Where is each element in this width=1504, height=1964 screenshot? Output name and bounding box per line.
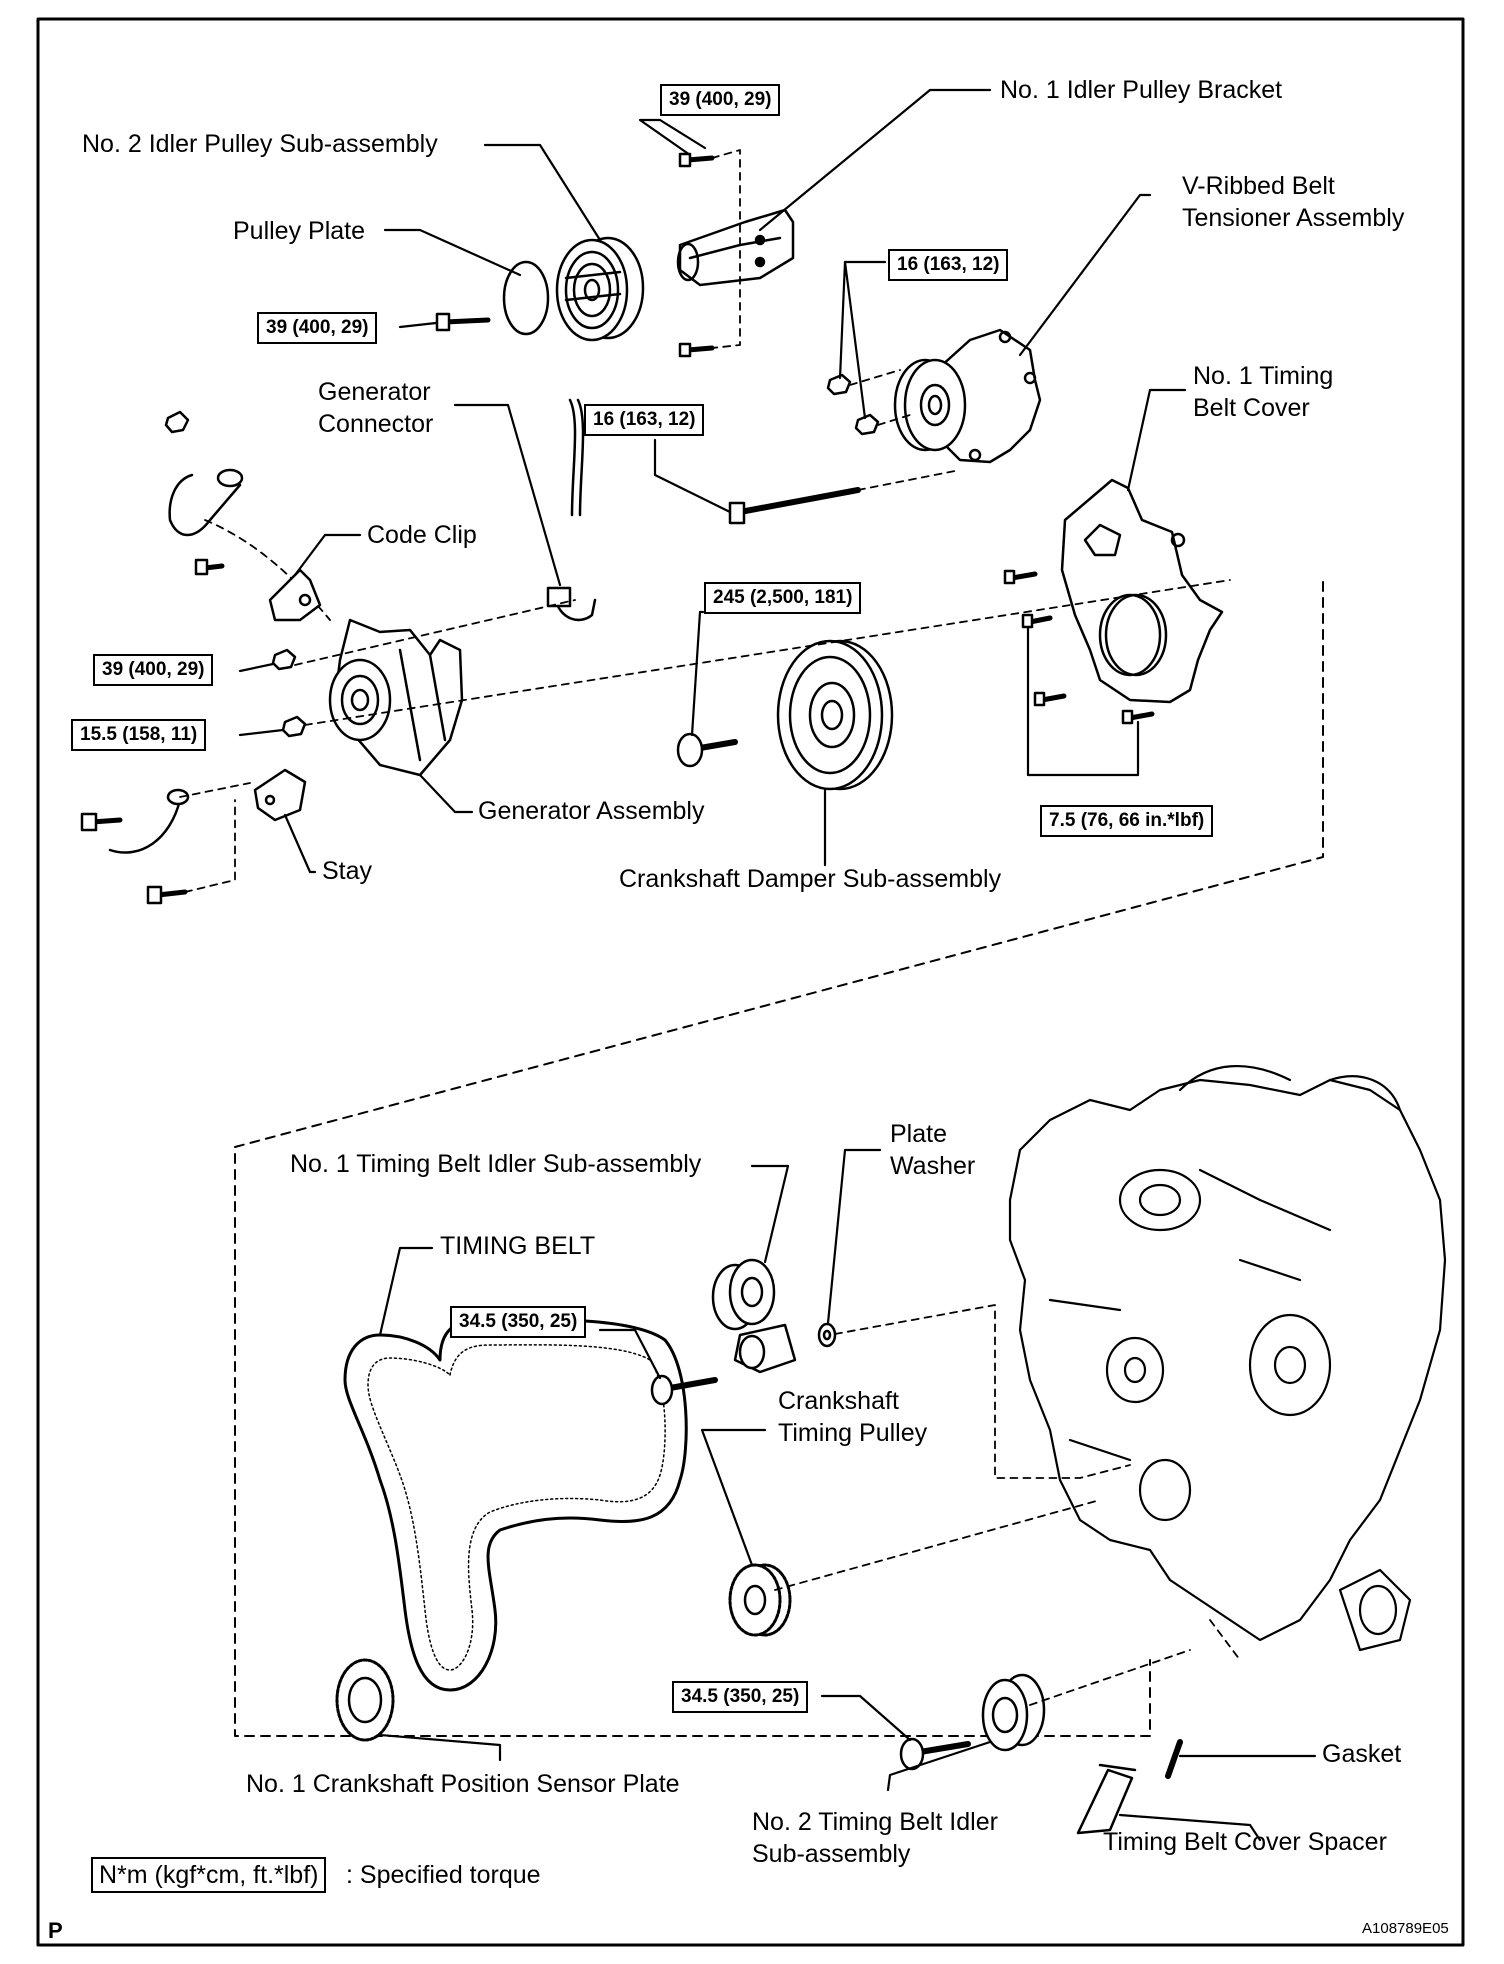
torque-box: 7.5 (76, 66 in.*lbf) [1040,805,1214,837]
bracket-bolt-bottom [678,342,715,358]
torque-box: 16 (163, 12) [584,404,705,436]
idler-pulley-2 [555,236,645,342]
timing-belt-idler-1 [711,1258,797,1374]
vribbed-belt-tensioner [893,328,1042,464]
generator-harness-top [164,410,331,621]
label-code-clip: Code Clip [367,521,477,549]
leader-lines [238,88,1317,1842]
timing-belt [343,1318,688,1692]
label-crankshaft-damper: Crankshaft Damper Sub-assembly [619,865,1002,893]
cover-bolt-3 [1033,691,1067,707]
pulley-bolt [435,312,491,332]
label-timing-belt-cover-2: Belt Cover [1193,394,1310,422]
torque-box: 34.5 (350, 25) [450,1306,587,1338]
label-crankshaft-timing-pulley-2: Timing Pulley [778,1419,928,1447]
timing-belt-cover-1 [1060,478,1224,704]
idler1-bolt [650,1374,718,1406]
label-timing-belt-cover-1: No. 1 Timing [1193,362,1334,390]
label-generator-connector-1: Generator [318,378,431,406]
timing-belt-cover-spacer [1076,1763,1137,1835]
label-timing-belt-cover-spacer: Timing Belt Cover Spacer [1103,1828,1387,1856]
engine-block [1008,1065,1447,1652]
torque-box: 39 (400, 29) [660,84,781,116]
generator-harness-bottom [80,788,190,854]
gasket-part [1165,1739,1183,1779]
label-no2-timing-belt-idler-2: Sub-assembly [752,1840,911,1868]
tensioner-nut-2 [854,413,880,436]
corner-mark-left: P [48,1918,63,1943]
plate-washer [817,1322,837,1348]
bracket-bolt-top [678,152,715,168]
gen-nut-top [271,648,297,671]
torque-box: 39 (400, 29) [93,654,214,686]
label-timing-belt: TIMING BELT [440,1232,596,1260]
torque-box: 15.5 (158, 11) [71,719,207,751]
idler2-bolt [899,1737,971,1771]
cover-bolt-2 [1021,613,1053,629]
stay [253,768,307,822]
crankshaft-damper [776,639,894,791]
gen-nut-bottom [281,715,307,738]
legend-unit-box: N*m (kgf*cm, ft.*lbf) [91,1857,327,1893]
label-no1-idler-pulley-bracket: No. 1 Idler Pulley Bracket [1000,76,1283,104]
section-boundary [234,581,1324,1737]
label-gasket: Gasket [1322,1740,1402,1768]
generator-assembly [328,618,464,777]
label-no2-timing-belt-idler-1: No. 2 Timing Belt Idler [752,1808,998,1836]
torque-box: 245 (2,500, 181) [704,582,862,614]
label-crankshaft-timing-pulley-1: Crankshaft [778,1387,899,1415]
label-no2-idler-pulley-sub-assembly: No. 2 Idler Pulley Sub-assembly [82,130,438,158]
torque-box: 16 (163, 12) [888,249,1009,281]
cover-bolt-1 [1003,569,1038,585]
crankshaft-timing-pulley [728,1563,792,1637]
legend-text: : Specified torque [346,1861,541,1889]
torque-box: 39 (400, 29) [257,312,378,344]
tensioner-nut-1 [826,373,852,396]
label-stay: Stay [322,857,373,885]
idler-pulley-bracket [676,208,795,287]
label-crankshaft-sensor-plate: No. 1 Crankshaft Position Sensor Plate [246,1770,680,1798]
generator-connector [546,398,597,622]
timing-belt-idler-2 [981,1673,1046,1752]
figure-code: A108789E05 [1362,1920,1449,1937]
damper-bolt [676,732,738,768]
code-clip [268,568,322,622]
torque-box: 34.5 (350, 25) [672,1681,809,1713]
harness-bolt [194,558,225,576]
tensioner-long-bolt [728,487,861,525]
cover-bolt-4 [1121,709,1155,725]
label-pulley-plate: Pulley Plate [233,217,366,245]
crankshaft-sensor-plate [335,1658,395,1742]
label-generator-connector-2: Connector [318,410,434,438]
diagram-frame [36,17,1465,1947]
label-plate-washer-1: Plate [890,1120,947,1148]
pulley-plate [502,260,550,336]
label-no1-timing-belt-idler: No. 1 Timing Belt Idler Sub-assembly [290,1150,702,1178]
label-plate-washer-2: Washer [890,1152,976,1180]
label-generator-assembly: Generator Assembly [478,797,705,825]
label-vribbed-belt-1: V-Ribbed Belt [1182,172,1335,200]
stay-bolt [146,885,188,905]
label-vribbed-belt-2: Tensioner Assembly [1182,204,1405,232]
